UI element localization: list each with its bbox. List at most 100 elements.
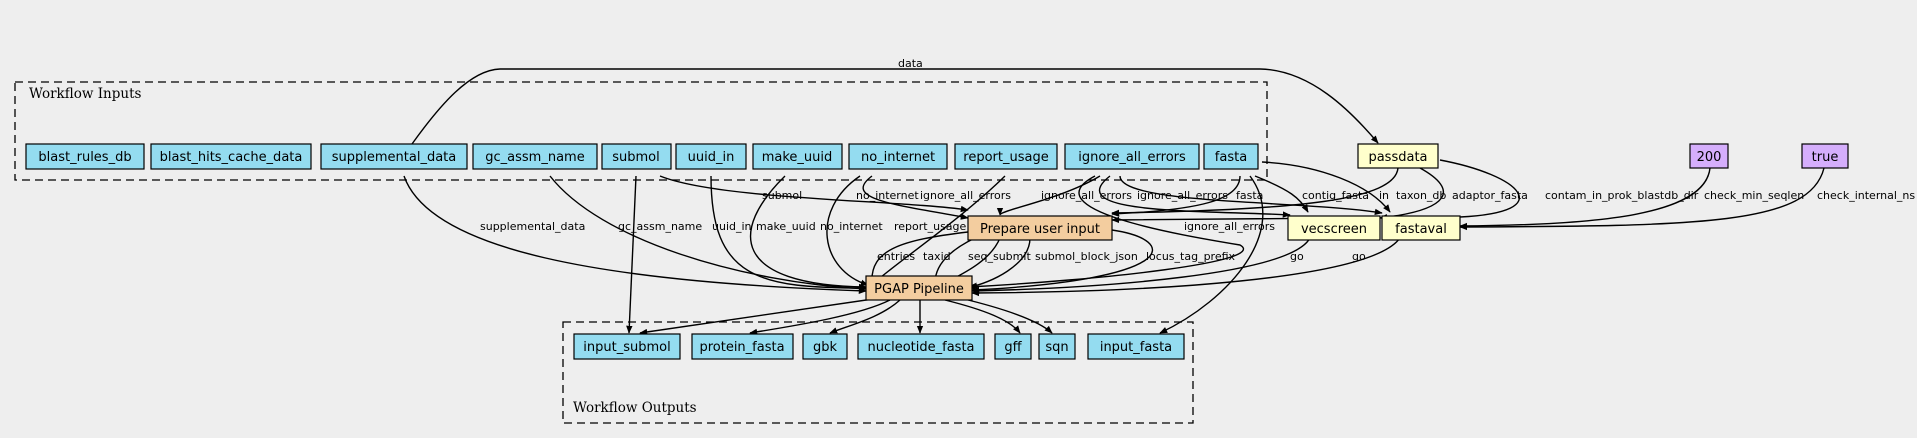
node-protein-fasta-label: protein_fasta xyxy=(699,340,784,355)
label-go-fv: go xyxy=(1352,250,1366,263)
cluster-workflow-outputs: Workflow Outputs xyxy=(562,321,1194,424)
label-ignore-fv: ignore_all_errors xyxy=(1137,189,1228,202)
label-in: in xyxy=(1379,189,1389,202)
label-ignore-pgap: ignore_all_errors xyxy=(1184,220,1275,233)
edge-contam xyxy=(1111,159,1520,224)
node-vecscreen[interactable]: vecscreen xyxy=(1287,215,1381,241)
label-make-uuid: make_uuid xyxy=(756,220,816,233)
edge-gc-assm-name xyxy=(549,175,867,292)
label-contig-fasta: contig_fasta xyxy=(1302,189,1369,202)
node-input-submol[interactable]: input_submol xyxy=(573,333,681,360)
node-protein-fasta[interactable]: protein_fasta xyxy=(691,333,794,360)
node-true-label: true xyxy=(1812,150,1839,165)
node-pgap-pipeline[interactable]: PGAP Pipeline xyxy=(865,275,973,301)
node-blast-rules-db[interactable]: blast_rules_db xyxy=(25,143,145,170)
node-supplemental-data[interactable]: supplemental_data xyxy=(320,143,468,170)
node-true[interactable]: true xyxy=(1801,143,1849,169)
edge-submol-prep xyxy=(659,175,969,213)
edge-ignore-vec xyxy=(1099,175,1291,218)
node-gff[interactable]: gff xyxy=(994,333,1032,360)
node-ignore-all-errors[interactable]: ignore_all_errors xyxy=(1064,143,1200,170)
edge-no-internet-prep xyxy=(862,175,969,220)
edge-locus-tag-prefix xyxy=(971,229,1153,293)
label-no-internet-prep: no_internet xyxy=(856,189,919,202)
node-submol-label: submol xyxy=(612,150,660,165)
label-taxon-db: taxon_db xyxy=(1396,189,1446,202)
node-input-fasta-label: input_fasta xyxy=(1100,340,1172,355)
node-input-fasta[interactable]: input_fasta xyxy=(1087,333,1185,360)
node-passdata[interactable]: passdata xyxy=(1357,143,1439,169)
node-sqn[interactable]: sqn xyxy=(1038,333,1076,360)
edge-labels: data supplemental_data gc_assm_name uuid… xyxy=(480,57,1915,263)
edge-ignore-fv xyxy=(1119,175,1383,216)
node-gc-assm-name-label: gc_assm_name xyxy=(485,150,584,165)
node-fastaval-label: fastaval xyxy=(1395,222,1447,237)
label-check-internal-ns: check_internal_ns xyxy=(1817,189,1915,202)
label-go-vec: go xyxy=(1290,250,1304,263)
node-ignore-all-errors-label: ignore_all_errors xyxy=(1078,150,1186,165)
label-seq-submit: seq_submit xyxy=(968,250,1031,263)
edge-go-vec xyxy=(971,237,1311,295)
cluster-outputs-label: Workflow Outputs xyxy=(573,400,697,416)
node-fastaval[interactable]: fastaval xyxy=(1381,215,1461,241)
edge-go-fv xyxy=(971,237,1401,297)
edge-check-min-seqlen xyxy=(1459,167,1711,230)
node-blast-rules-db-label: blast_rules_db xyxy=(38,150,131,165)
node-no-internet-label: no_internet xyxy=(861,150,935,165)
edge-check-internal-ns xyxy=(1459,167,1825,231)
node-no-internet[interactable]: no_internet xyxy=(848,143,948,170)
node-fasta[interactable]: fasta xyxy=(1203,143,1259,170)
label-submol: submol xyxy=(762,189,802,202)
label-locus-tag-prefix: locus_tag_prefix xyxy=(1146,250,1236,263)
edge-taxon-db xyxy=(1111,167,1399,217)
node-gc-assm-name[interactable]: gc_assm_name xyxy=(472,143,598,170)
edge-submol-output xyxy=(626,175,637,334)
label-ignore-vec: ignore_all_errors xyxy=(1041,189,1132,202)
label-check-min-seqlen: check_min_seqlen xyxy=(1704,189,1804,202)
label-gc-assm-name: gc_assm_name xyxy=(618,220,702,233)
node-supplemental-data-label: supplemental_data xyxy=(332,150,456,165)
node-make-uuid[interactable]: make_uuid xyxy=(752,143,843,170)
label-fasta: fasta xyxy=(1236,189,1263,202)
node-gff-label: gff xyxy=(1004,340,1022,355)
edge-pgap-input-submol xyxy=(639,297,881,336)
node-vecscreen-label: vecscreen xyxy=(1301,222,1367,237)
edge-fasta-output xyxy=(1159,175,1264,334)
edge-fasta-fv xyxy=(1261,161,1391,213)
node-sqn-label: sqn xyxy=(1045,340,1068,355)
node-prepare-user-input[interactable]: Prepare user input xyxy=(967,215,1113,241)
edge-make-uuid xyxy=(749,175,867,291)
cluster-inputs-label: Workflow Inputs xyxy=(29,86,141,102)
label-submol-block-json: submol_block_json xyxy=(1035,250,1138,263)
edge-uuid-in xyxy=(710,175,867,292)
node-submol[interactable]: submol xyxy=(601,143,672,170)
label-ignore-prep: ignore_all_errors xyxy=(920,189,1011,202)
edge-supplemental-data xyxy=(403,175,867,294)
edge-submol-block-json xyxy=(969,237,1031,289)
input-nodes: blast_rules_db blast_hits_cache_data sup… xyxy=(25,143,1259,170)
label-taxid: taxid xyxy=(923,250,951,263)
node-uuid-in[interactable]: uuid_in xyxy=(675,143,747,170)
label-report-usage: report_usage xyxy=(894,220,967,233)
label-entries: entries xyxy=(877,250,915,263)
node-blast-hits-cache-data[interactable]: blast_hits_cache_data xyxy=(150,143,312,170)
node-nucleotide-fasta[interactable]: nucleotide_fasta xyxy=(857,333,985,360)
node-gbk[interactable]: gbk xyxy=(802,333,848,360)
node-make-uuid-label: make_uuid xyxy=(762,150,833,165)
node-gbk-label: gbk xyxy=(813,340,838,355)
cluster-workflow-inputs: Workflow Inputs xyxy=(14,81,1268,181)
node-fasta-label: fasta xyxy=(1215,150,1247,165)
node-report-usage-label: report_usage xyxy=(963,150,1048,165)
output-nodes: input_submol protein_fasta gbk nucleotid… xyxy=(573,333,1185,360)
node-report-usage[interactable]: report_usage xyxy=(954,143,1058,170)
node-200[interactable]: 200 xyxy=(1689,143,1729,169)
edge-pgap-gbk xyxy=(829,299,901,334)
edge-pgap-sqn xyxy=(959,297,1053,334)
node-passdata-label: passdata xyxy=(1368,150,1427,165)
edge-ignore-prep xyxy=(996,175,1101,216)
edge-pgap-protein-fasta xyxy=(749,299,891,336)
node-input-submol-label: input_submol xyxy=(583,340,670,355)
node-uuid-in-label: uuid_in xyxy=(688,150,735,165)
node-prepare-user-input-label: Prepare user input xyxy=(980,222,1100,237)
